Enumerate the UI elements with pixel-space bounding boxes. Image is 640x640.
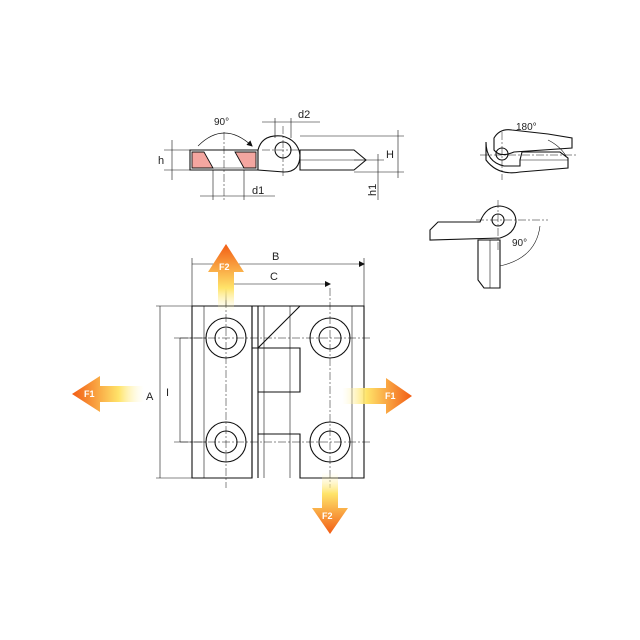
f1-left-label: F1 — [84, 389, 95, 399]
d1-label: d1 — [252, 185, 264, 197]
f2-up-label: F2 — [219, 262, 230, 272]
folded-angle-label: 90° — [512, 238, 527, 249]
front-view: B C A I — [146, 251, 372, 488]
knuckle-side — [257, 135, 301, 173]
folded-90-view: 90° — [429, 200, 548, 289]
H-label: H — [386, 149, 394, 161]
force-arrow-f1-left: F1 — [72, 376, 144, 412]
force-arrow-f2-up: F2 — [208, 244, 244, 312]
force-arrow-f1-right: F1 — [342, 378, 412, 414]
h-label: h — [158, 155, 164, 167]
C-label: C — [270, 271, 278, 283]
f2-down-label: F2 — [322, 511, 333, 521]
force-arrow-f2-down: F2 — [312, 472, 348, 534]
I-label: I — [166, 387, 169, 399]
A-label: A — [146, 391, 154, 403]
open-angle-label: 180° — [516, 122, 537, 133]
B-label: B — [272, 251, 279, 263]
open-180-view: 180° — [480, 122, 578, 180]
d2-label: d2 — [298, 109, 310, 121]
h1-label: h1 — [367, 184, 379, 196]
countersink-right-section — [234, 151, 257, 169]
side-section-view: 90° d2 h d1 H h1 — [158, 109, 404, 200]
right-leaf — [256, 305, 365, 479]
f1-right-label: F1 — [385, 391, 396, 401]
countersink-angle-label: 90° — [214, 117, 229, 128]
